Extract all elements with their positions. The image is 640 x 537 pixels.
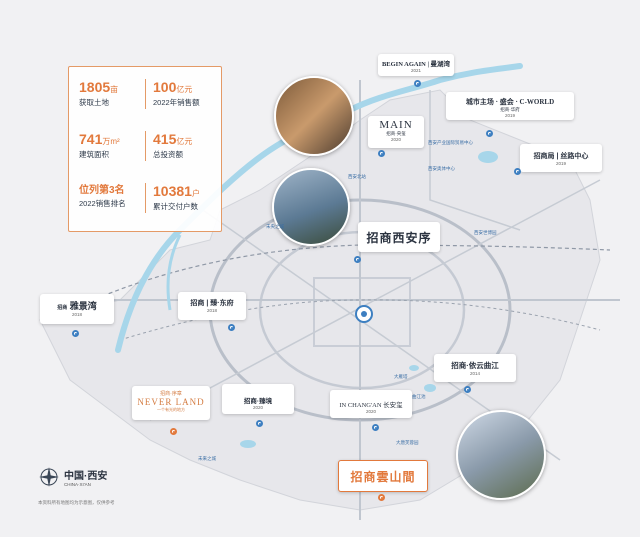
stats-panel: 1805亩 获取土地 100亿元 2022年销售额 741万m² 建筑面积 41… bbox=[68, 66, 222, 232]
stat-area: 741万m² 建筑面积 bbox=[79, 131, 120, 159]
compass-icon bbox=[39, 467, 59, 487]
label-never-land[interactable]: 招商·序章 NEVER LAND 一个有光的地方 bbox=[132, 386, 210, 420]
place-label: 未央之城 bbox=[266, 224, 284, 229]
label-yunshanjian[interactable]: 招商雲山間 bbox=[338, 460, 428, 492]
place-label: 西安奥体中心 bbox=[428, 166, 455, 171]
footnote: 本资料所有地图均为示意图，仅供参考 bbox=[38, 500, 115, 505]
label-main[interactable]: MAIN 招商·央玺 2020 bbox=[368, 116, 424, 148]
map-marker[interactable] bbox=[256, 420, 263, 427]
label-feixiang[interactable]: 招商·臻境 2020 bbox=[222, 384, 294, 414]
map-marker[interactable] bbox=[228, 324, 235, 331]
city-logo: 中国·西安 CHINA·XI'AN bbox=[38, 466, 107, 488]
stat-divider bbox=[145, 183, 146, 213]
place-label: 大唐芙蓉园 bbox=[396, 440, 419, 445]
map-marker[interactable] bbox=[464, 386, 471, 393]
photo-main-project bbox=[274, 76, 354, 156]
label-cworld[interactable]: 城市主场 · 盛会 · C-WORLD 招商·华府 2019 bbox=[446, 92, 574, 120]
map-marker-highlight[interactable] bbox=[378, 494, 385, 501]
map-marker[interactable] bbox=[486, 130, 493, 137]
stat-rank: 位列第3名 2022销售排名 bbox=[79, 185, 126, 208]
place-label: 大雁塔 bbox=[394, 374, 408, 379]
stat-divider bbox=[145, 131, 146, 161]
place-label: 西安世博园 bbox=[474, 230, 497, 235]
label-yajingwan[interactable]: 招商 雅景湾 2018 bbox=[40, 294, 114, 324]
stat-sales: 100亿元 2022年销售额 bbox=[153, 79, 200, 107]
label-silk-road-center[interactable]: 招商局 | 丝路中心 2019 bbox=[520, 144, 602, 172]
place-label: 西安北站 bbox=[348, 174, 366, 179]
logo-sub: CHINA·XI'AN bbox=[64, 482, 91, 487]
place-label: 西安产业国际贸易中心 bbox=[428, 140, 473, 145]
stat-divider bbox=[145, 79, 146, 109]
map-marker[interactable] bbox=[72, 330, 79, 337]
photo-xian-anxu bbox=[272, 168, 350, 246]
label-xian-anxu[interactable]: 招商西安序 bbox=[358, 222, 440, 252]
map-marker[interactable] bbox=[354, 256, 361, 263]
label-in-changan[interactable]: IN CHANG'AN 长安玺 2020 bbox=[330, 390, 412, 418]
map-marker[interactable] bbox=[514, 168, 521, 175]
place-label: 未来之城 bbox=[198, 456, 216, 461]
photo-yunshanjian bbox=[456, 410, 546, 500]
map-marker[interactable] bbox=[372, 424, 379, 431]
stat-investment: 415亿元 总投资额 bbox=[153, 131, 193, 159]
label-yiyun-qujiang[interactable]: 招商·依云曲江 2014 bbox=[434, 354, 516, 382]
map-marker[interactable] bbox=[378, 150, 385, 157]
place-label: 曲江池 bbox=[412, 394, 426, 399]
stat-households: 10381户 累计交付户数 bbox=[153, 183, 200, 211]
label-begin-again[interactable]: BEGIN AGAIN | 曼湖湾 2021 bbox=[378, 54, 454, 76]
map-marker-highlight[interactable] bbox=[170, 428, 177, 435]
map-marker[interactable] bbox=[414, 80, 421, 87]
label-dongfu[interactable]: 招商 | 臻·东府 2018 bbox=[178, 292, 246, 320]
stat-land: 1805亩 获取土地 bbox=[79, 79, 119, 107]
logo-name: 中国·西安 bbox=[64, 471, 108, 482]
